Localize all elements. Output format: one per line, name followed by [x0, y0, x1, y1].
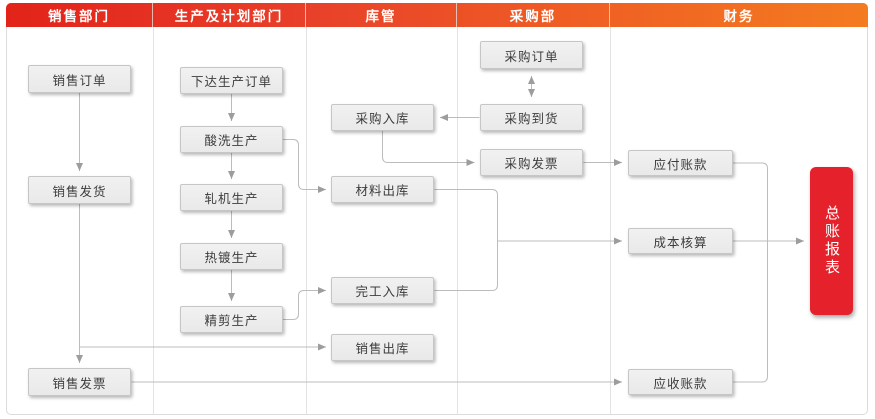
node-sales-outbound: 销售出库: [331, 334, 434, 361]
node-purchase-arrival: 采购到货: [480, 104, 583, 131]
node-rolling-production: 轧机生产: [180, 184, 283, 211]
lane-header-warehouse: 库管: [306, 3, 457, 27]
lane-divider-2: [306, 27, 307, 414]
node-cost-accounting: 成本核算: [628, 228, 733, 254]
node-sales-order: 销售订单: [28, 65, 131, 93]
node-shearing-production: 精剪生产: [180, 306, 283, 333]
node-accounts-receivable: 应收账款: [628, 369, 733, 395]
node-general-ledger-report: 总账报表: [810, 167, 853, 315]
lane-divider-4: [610, 27, 611, 414]
swimlane-header: 销售部门 生产及计划部门 库管 采购部 财务: [6, 3, 868, 27]
node-material-outbound: 材料出库: [331, 176, 434, 203]
lane-header-production-planning: 生产及计划部门: [153, 3, 306, 27]
lane-header-finance: 财务: [723, 9, 755, 24]
lane-divider-1: [153, 27, 154, 414]
node-accounts-payable: 应付账款: [628, 150, 733, 176]
diagram-border: [6, 3, 868, 415]
node-purchase-inbound: 采购入库: [331, 104, 434, 131]
lane-header-sales: 销售部门: [6, 3, 153, 27]
lane-header-purchasing: 采购部: [457, 3, 610, 27]
node-purchase-invoice: 采购发票: [480, 149, 583, 176]
lane-divider-3: [457, 27, 458, 414]
node-sales-delivery: 销售发货: [28, 176, 131, 204]
node-finished-inbound: 完工入库: [331, 277, 434, 304]
node-galvanizing-production: 热镀生产: [180, 243, 283, 270]
node-sales-invoice: 销售发票: [28, 368, 131, 396]
node-pickling-production: 酸洗生产: [180, 126, 283, 153]
node-production-order: 下达生产订单: [180, 67, 283, 94]
node-purchase-order: 采购订单: [480, 41, 583, 69]
